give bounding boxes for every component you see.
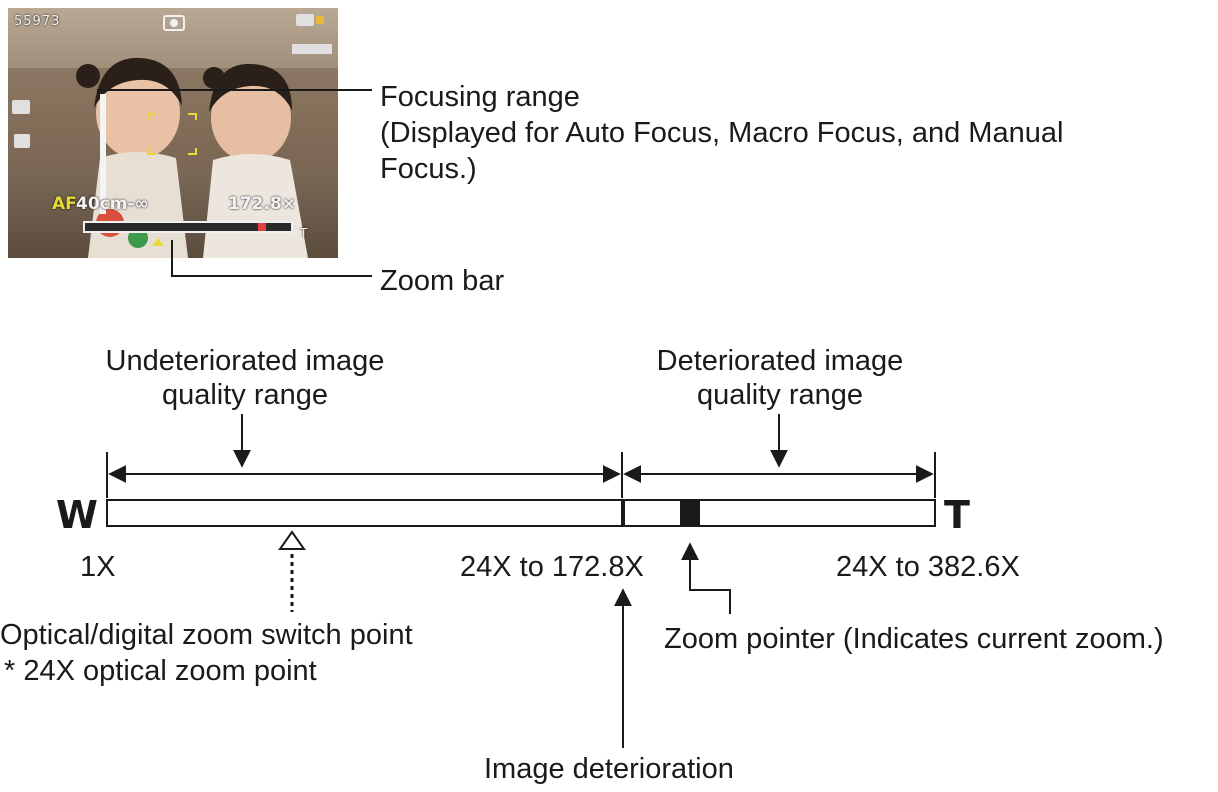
switch-point-label-line2: * 24X optical zoom point: [4, 655, 317, 687]
face-detect-icon: [14, 134, 30, 148]
shots-remaining: 55973: [14, 14, 61, 29]
child-face-right: [211, 74, 291, 162]
focusing-range-note-line1: (Displayed for Auto Focus, Macro Focus, …: [380, 117, 1064, 149]
image-deterioration-label: Image deterioration: [484, 753, 734, 785]
zoom-pointer-label: Zoom pointer (Indicates current zoom.): [664, 623, 1164, 655]
stabilizer-icon: [12, 100, 30, 114]
min-zoom-label: 1X: [80, 551, 116, 583]
camera-mode-icon: [163, 15, 185, 31]
focus-brackets: [147, 113, 197, 155]
zoom-pointer-marker: [680, 500, 700, 526]
undeteriorated-label-line1: Undeteriorated image: [105, 345, 385, 377]
deteriorated-label-line2: quality range: [696, 379, 864, 411]
zoom-bar-diagram: [106, 499, 936, 527]
focus-range-readout: 40cm-∞: [76, 194, 149, 214]
wide-end-letter: W: [56, 493, 98, 537]
lcd-tele-mark: T: [300, 226, 308, 240]
focusing-range-frame: [100, 94, 106, 214]
zoom-pointer-leader: [681, 542, 731, 614]
image-size-icon: [296, 14, 314, 26]
battery-icon: [292, 44, 332, 54]
camera-screen: 55973 AF 40cm-∞ 172.8× T: [8, 8, 338, 258]
focusing-range-title: Focusing range: [380, 81, 580, 113]
camera-scene: [8, 8, 338, 258]
focusing-range-leader: [97, 89, 372, 92]
max-zoom-label: 24X to 382.6X: [836, 551, 1020, 583]
undeteriorated-label-line2: quality range: [161, 379, 329, 411]
focus-mode-label: AF: [52, 194, 77, 214]
zoom-readout: 172.8×: [228, 194, 297, 214]
deterioration-zoom-label: 24X to 172.8X: [460, 551, 644, 583]
zoom-bar-leader: [171, 240, 372, 277]
tele-end-letter: T: [944, 493, 970, 537]
focusing-range-note-line2: Focus.): [380, 153, 477, 185]
zoom-bar-title: Zoom bar: [380, 265, 505, 297]
switch-point-triangle-icon: [278, 530, 306, 550]
switch-point-label-line1: Optical/digital zoom switch point: [0, 619, 413, 651]
deteriorated-label-line1: Deteriorated image: [656, 345, 904, 377]
lcd-zoom-bar: [83, 221, 293, 233]
